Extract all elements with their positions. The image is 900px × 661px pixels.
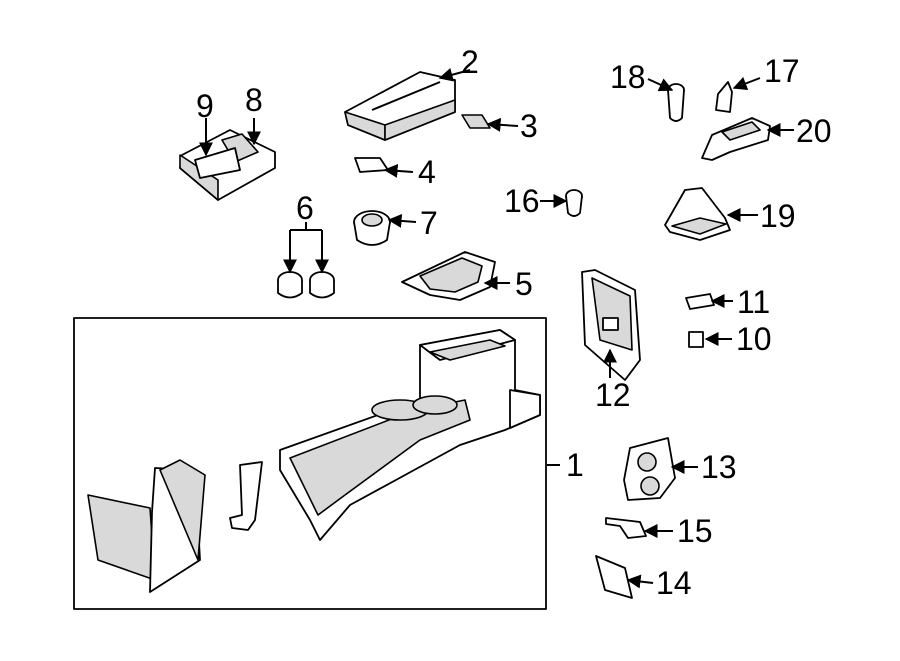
- part-5-tray: [401, 251, 496, 301]
- part-12-side-panel: [581, 269, 641, 381]
- callout-8: 8: [245, 82, 263, 118]
- callout-3: 3: [520, 108, 538, 144]
- callout-12: 12: [595, 377, 631, 413]
- callout-17: 17: [764, 53, 800, 89]
- callout-14: 14: [656, 565, 692, 601]
- callout-18: 18: [610, 59, 646, 95]
- part-1-console-assembly: [73, 317, 547, 610]
- part-16-knob: [565, 189, 583, 217]
- callout-5: 5: [515, 266, 533, 302]
- callout-1: 1: [566, 447, 584, 483]
- callout-13: 13: [701, 449, 737, 485]
- part-2-armrest-lid: [344, 71, 456, 141]
- callout-10: 10: [736, 321, 772, 357]
- callout-11: 11: [737, 284, 770, 320]
- callout-15: 15: [677, 513, 713, 549]
- part-8-9-switch-bezel: [179, 129, 276, 201]
- callout-20: 20: [796, 113, 832, 149]
- part-19-shift-boot: [664, 187, 731, 241]
- part-14-panel: [595, 555, 633, 599]
- callout-labels: 1 2 3 4 5 6 7 8 9 10 11 12 13 14 15 16 1…: [196, 44, 832, 601]
- part-15-bracket: [605, 517, 647, 539]
- callout-4: 4: [418, 154, 436, 190]
- part-6-cup-holders: [277, 271, 335, 299]
- callout-9: 9: [196, 88, 214, 124]
- part-17-shift-knob: [715, 81, 733, 113]
- part-18-shift-knob: [667, 83, 685, 122]
- callout-16: 16: [504, 183, 540, 219]
- part-13-insert: [623, 437, 676, 501]
- part-10-switch: [688, 331, 704, 348]
- part-11-switch: [685, 293, 715, 310]
- callout-2: 2: [461, 44, 479, 80]
- leader-lines: [199, 67, 794, 589]
- callout-7: 7: [420, 205, 438, 241]
- part-7-cup-holder: [353, 210, 391, 246]
- part-3-pad: [461, 114, 491, 129]
- part-4-insert: [354, 157, 389, 173]
- part-20-shifter-bezel: [701, 117, 771, 161]
- callout-6: 6: [296, 190, 314, 226]
- callout-19: 19: [760, 198, 796, 234]
